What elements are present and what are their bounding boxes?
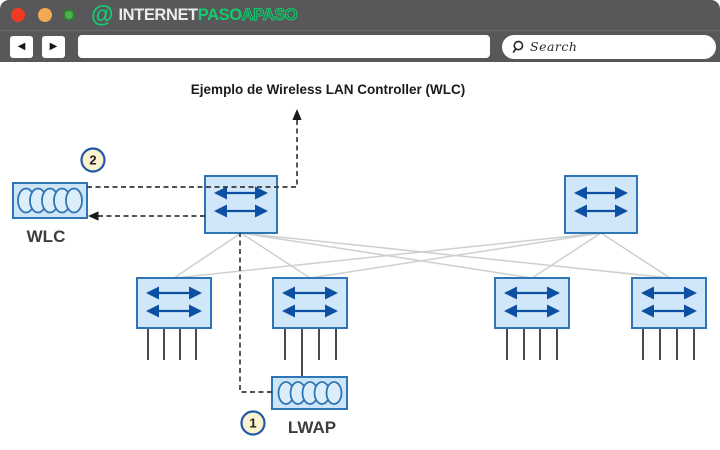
close-window-icon[interactable] bbox=[11, 8, 25, 22]
tunnel-wlc-to-uplink bbox=[87, 118, 298, 188]
left-arrowhead-into-wlc bbox=[88, 211, 99, 221]
wlc-device: WLC bbox=[12, 182, 88, 246]
step-badge-1-number: 1 bbox=[249, 416, 256, 431]
brand-word-paso1: PASO bbox=[197, 5, 242, 24]
capwap-tunnel-paths bbox=[87, 118, 298, 393]
step-badge-1: 1 bbox=[240, 410, 266, 436]
access-switch-2 bbox=[272, 277, 348, 329]
step-badge-2: 2 bbox=[80, 147, 106, 173]
wlc-coil-icon bbox=[17, 187, 83, 214]
distribution-switch-2 bbox=[564, 175, 638, 234]
brand-word-paso2: PASO bbox=[253, 5, 298, 24]
link-dist2-acc4 bbox=[600, 232, 671, 279]
tunnel-lwap-to-switch bbox=[239, 233, 272, 393]
link-dist1-acc1 bbox=[173, 232, 242, 279]
uplink-mesh-lines bbox=[173, 232, 671, 279]
access-switch-4 bbox=[631, 277, 707, 329]
diagram-area: Ejemplo de Wireless LAN Controller (WLC) bbox=[0, 62, 720, 450]
access-port-legs bbox=[147, 328, 695, 377]
wlc-network-diagram: Ejemplo de Wireless LAN Controller (WLC) bbox=[12, 82, 707, 437]
up-arrowhead bbox=[292, 109, 302, 120]
maximize-window-icon[interactable] bbox=[63, 9, 75, 21]
link-dist2-acc2 bbox=[309, 232, 602, 279]
distribution-switch-1 bbox=[204, 175, 278, 234]
link-dist1-acc2 bbox=[240, 232, 311, 279]
link-dist2-acc3 bbox=[531, 232, 602, 279]
forward-button[interactable]: ▶ bbox=[42, 35, 65, 58]
browser-topbar: @ INTERNET PASO A PASO bbox=[0, 0, 720, 30]
diagram-title: Ejemplo de Wireless LAN Controller (WLC) bbox=[191, 82, 465, 97]
lwap-coil-icon bbox=[277, 381, 343, 405]
brand: @ INTERNET PASO A PASO bbox=[91, 0, 298, 27]
lwap-device: LWAP bbox=[271, 376, 348, 437]
brand-word-a: A bbox=[241, 5, 254, 24]
search-icon bbox=[512, 40, 524, 53]
link-dist2-acc1 bbox=[173, 232, 602, 279]
brand-word-internet: INTERNET bbox=[118, 5, 198, 24]
address-bar-input[interactable] bbox=[78, 35, 490, 58]
access-switch-1 bbox=[136, 277, 212, 329]
minimize-window-icon[interactable] bbox=[38, 8, 52, 22]
browser-toolbar: ◀ ▶ Search bbox=[0, 30, 720, 62]
back-button[interactable]: ◀ bbox=[10, 35, 33, 58]
search-field[interactable]: Search bbox=[502, 34, 716, 59]
access-switch-3 bbox=[494, 277, 570, 329]
search-placeholder-label: Search bbox=[530, 39, 578, 54]
wlc-label: WLC bbox=[27, 227, 66, 246]
step-badge-2-number: 2 bbox=[89, 153, 96, 168]
brand-logo-icon: @ bbox=[91, 0, 114, 27]
lwap-label: LWAP bbox=[288, 418, 336, 437]
